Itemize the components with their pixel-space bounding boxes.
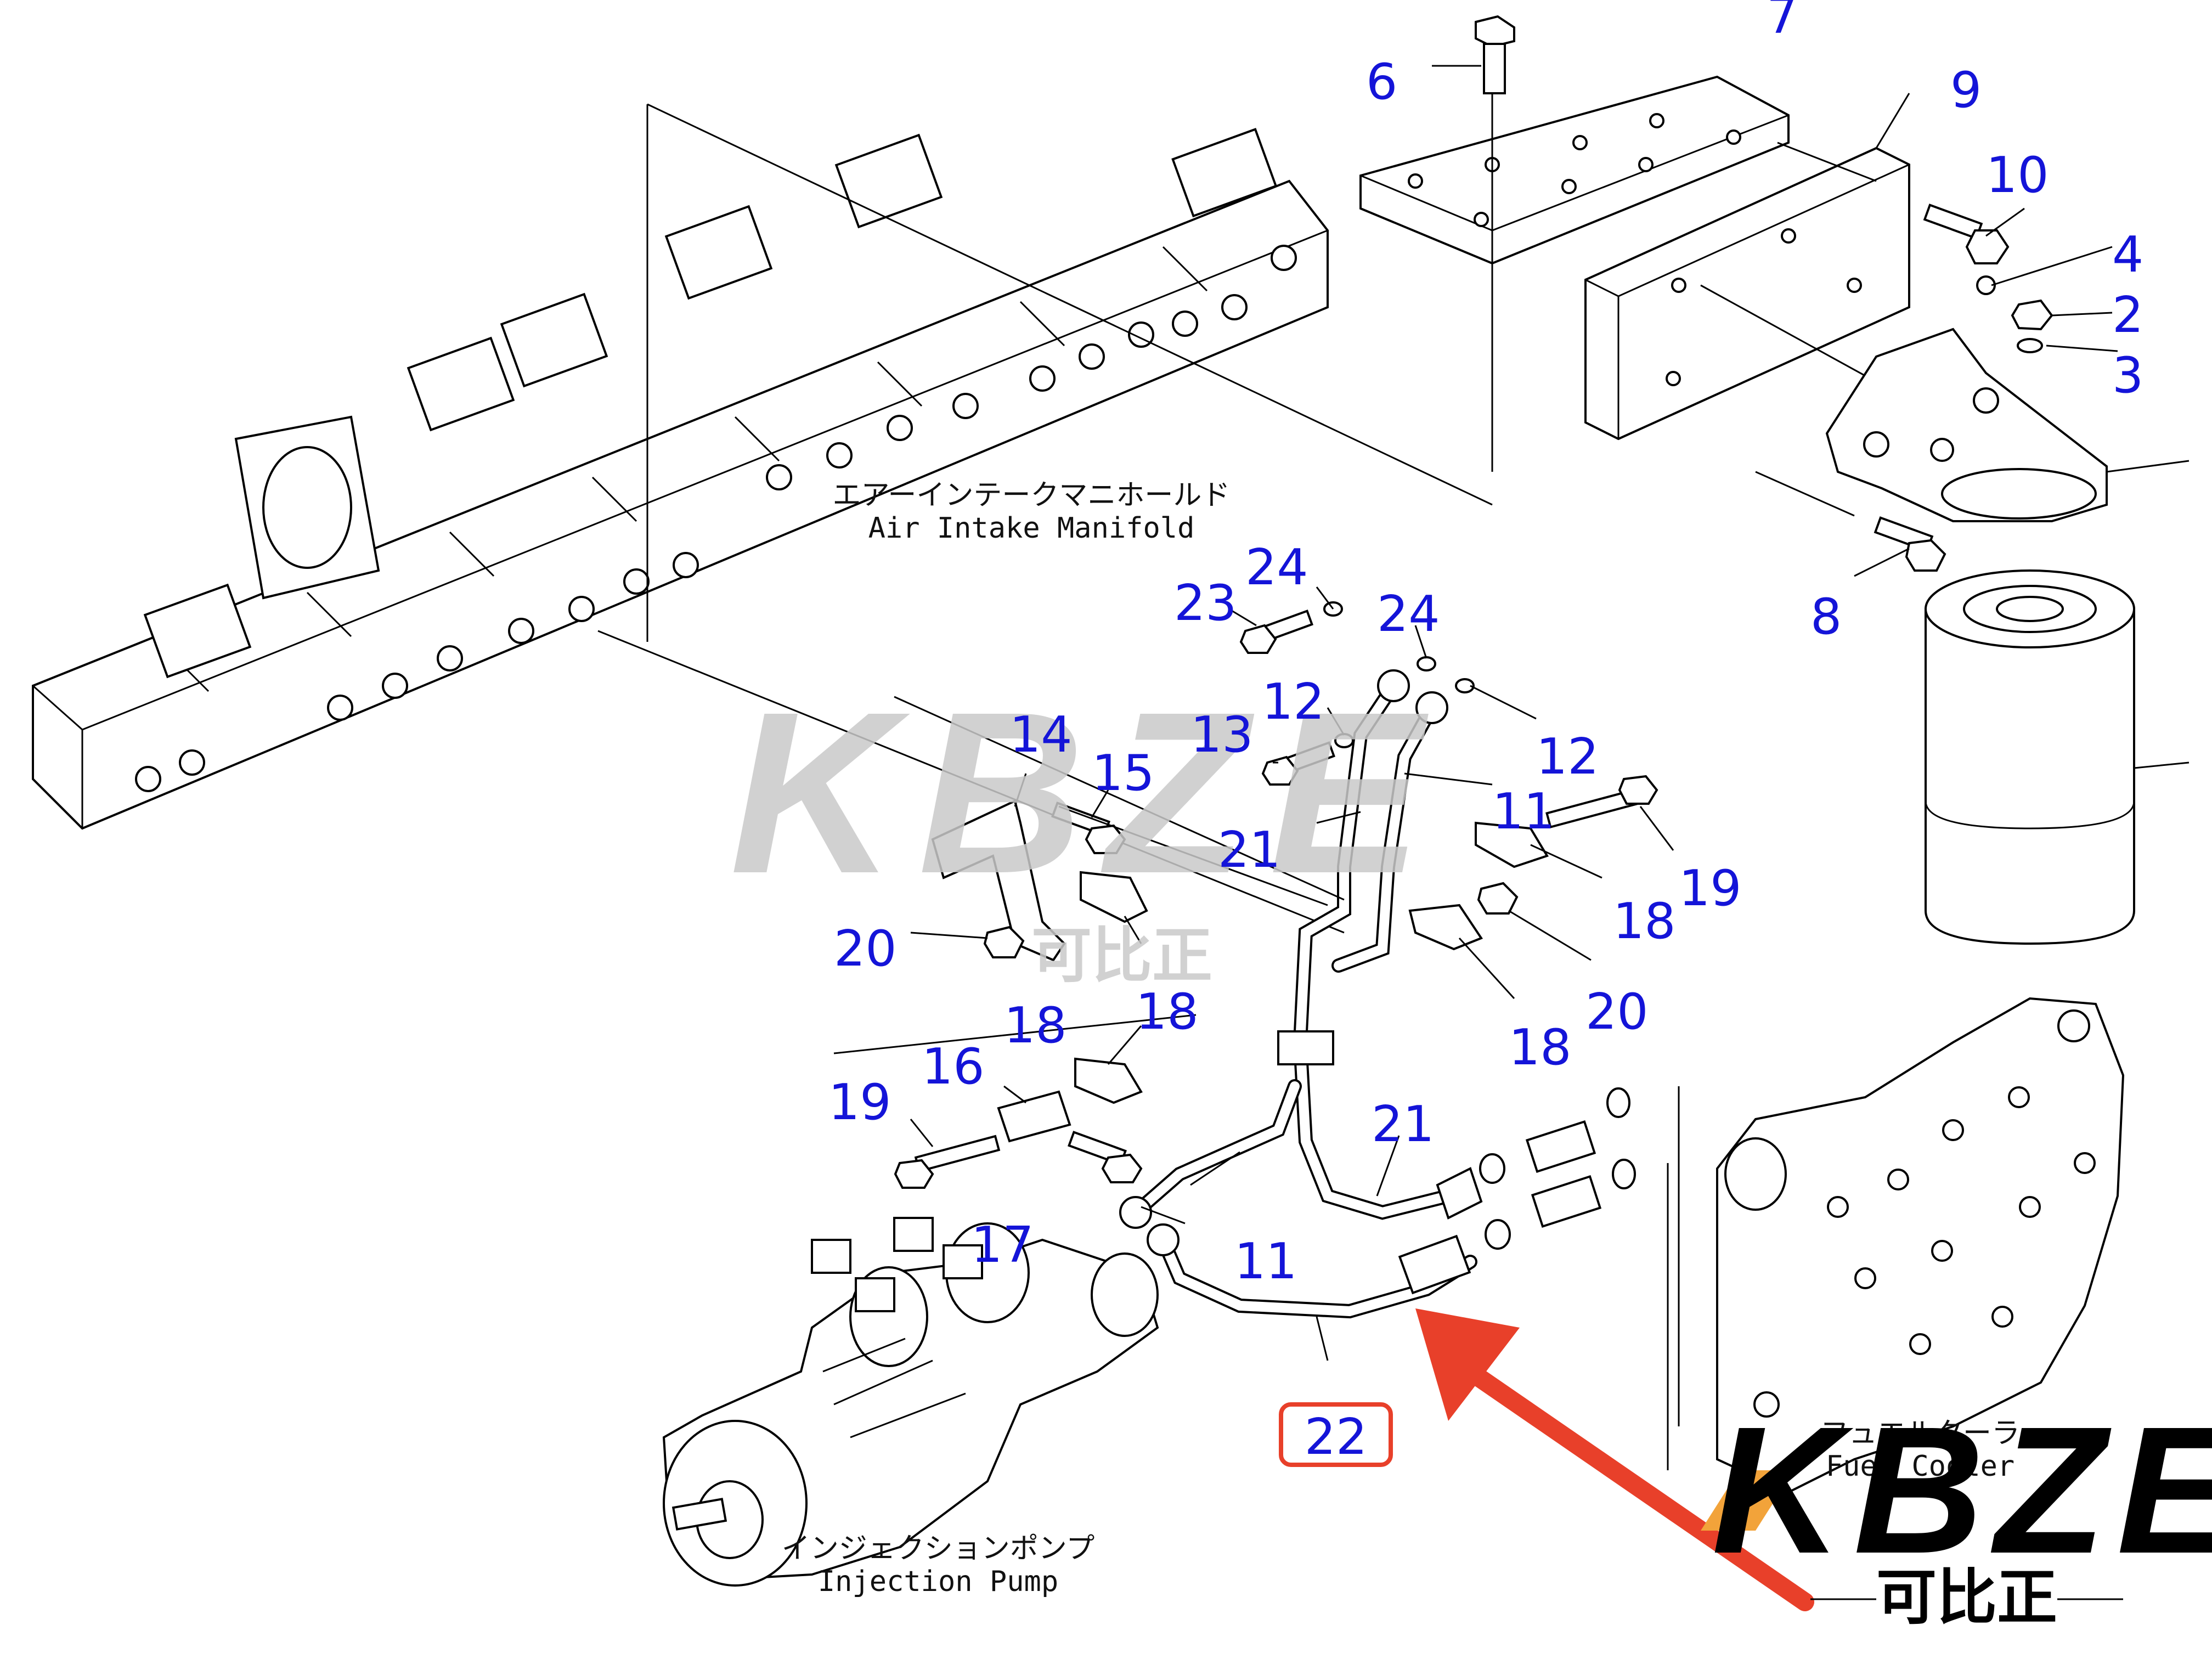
bolt-17 bbox=[1068, 1131, 1143, 1183]
callout-13: 13 bbox=[1190, 706, 1254, 764]
bolt-8 bbox=[1874, 516, 1946, 572]
highlight-arrow-shaft bbox=[1461, 1362, 1814, 1611]
air-intake-caption-en: Air Intake Manifold bbox=[868, 512, 1195, 545]
brand-logo: KBZE 可比正 bbox=[1701, 1389, 2212, 1633]
logo-brand: KBZE bbox=[1712, 1389, 2212, 1591]
callout-6: 6 bbox=[1366, 53, 1397, 111]
highlight-box bbox=[1279, 1402, 1393, 1467]
fuel-cooler: フュエルクーラ Fuel Cooler bbox=[1716, 997, 2125, 1494]
bolt-19-right bbox=[1545, 775, 1658, 829]
callout-24-b: 24 bbox=[1377, 585, 1440, 643]
callout-21-a: 21 bbox=[1218, 821, 1281, 879]
bolt-15 bbox=[1051, 802, 1126, 854]
bracket-14 bbox=[931, 799, 1066, 962]
callout-14: 14 bbox=[1009, 706, 1073, 764]
callout-16: 16 bbox=[922, 1038, 985, 1096]
fuel-hose-11 bbox=[1128, 1079, 1302, 1220]
bolt-6 bbox=[1475, 15, 1515, 94]
highlight-label-22: 22 bbox=[1305, 1408, 1368, 1466]
bolt-2 bbox=[2011, 299, 2053, 331]
callout-20-a: 20 bbox=[834, 920, 897, 978]
fuel-cooler-caption-en: Fuel Cooler bbox=[1826, 1450, 2015, 1483]
callout-19-b: 19 bbox=[828, 1074, 891, 1131]
leader-lines bbox=[833, 586, 1674, 1361]
banjo-fittings bbox=[1119, 669, 1448, 1256]
callout-11-a: 11 bbox=[1492, 783, 1555, 840]
clamp-11-right bbox=[1475, 821, 1549, 868]
washer-3 bbox=[2017, 338, 2043, 353]
watermark-brand-cn: 可比正 bbox=[1031, 922, 1212, 990]
callout-18-a: 18 bbox=[1613, 893, 1676, 950]
nut-4 bbox=[1976, 275, 1996, 295]
fuel-cooler-caption-jp: フュエルクーラ bbox=[1820, 1417, 2020, 1450]
callout-20-b: 20 bbox=[1585, 983, 1649, 1041]
washers-24-12 bbox=[1323, 601, 1475, 748]
watermark-brand: KBZE bbox=[730, 664, 1444, 922]
injection-pump: インジェクションポンプ Injection Pump bbox=[662, 1217, 1159, 1598]
callout-12-a: 12 bbox=[1262, 673, 1325, 731]
plate-9 bbox=[1584, 146, 1910, 441]
callout-8: 8 bbox=[1810, 588, 1842, 646]
clamp-18-lower bbox=[1074, 1057, 1143, 1104]
callout-18-c: 18 bbox=[1509, 1019, 1572, 1076]
watermark: KBZE 可比正 bbox=[730, 664, 1444, 990]
callout-12-b: 12 bbox=[1536, 728, 1599, 786]
injection-pump-caption-en: Injection Pump bbox=[818, 1565, 1058, 1598]
callout-7: 7 bbox=[1767, 0, 1798, 45]
callout-18-b: 18 bbox=[1136, 983, 1199, 1041]
nut-20-left bbox=[983, 926, 1025, 958]
clamp-18-right bbox=[1408, 904, 1483, 951]
callout-10: 10 bbox=[1986, 146, 2049, 204]
bolt-10 bbox=[1923, 204, 2010, 264]
callout-11-b: 11 bbox=[1234, 1233, 1297, 1290]
air-intake-caption-jp: エアーインテークマニホールド bbox=[833, 479, 1231, 512]
clamp-18-upper bbox=[1080, 871, 1148, 923]
callout-4: 4 bbox=[2112, 226, 2143, 284]
bolt-23 bbox=[1239, 610, 1313, 654]
fittings bbox=[1479, 1087, 1636, 1250]
logo-accent bbox=[1701, 1470, 1794, 1531]
callout-9: 9 bbox=[1950, 61, 1982, 119]
callout-21-b: 21 bbox=[1372, 1096, 1435, 1153]
bracket-16 bbox=[997, 1090, 1071, 1143]
bolt-13 bbox=[1261, 741, 1335, 786]
fuel-filter bbox=[1925, 569, 2135, 945]
logo-brand-cn: 可比正 bbox=[1876, 1562, 2057, 1633]
callout-23: 23 bbox=[1174, 574, 1237, 632]
callout-2: 2 bbox=[2112, 286, 2143, 344]
callout-19-a: 19 bbox=[1679, 860, 1742, 917]
callout-15: 15 bbox=[1092, 744, 1155, 802]
injection-pump-caption-jp: インジェクションポンプ bbox=[782, 1532, 1094, 1565]
bolt-19-left bbox=[894, 1135, 1001, 1189]
filter-head bbox=[1825, 328, 2108, 522]
fuel-hose-22-highlighted bbox=[1156, 1233, 1477, 1319]
highlight-arrow-head bbox=[1415, 1308, 1520, 1421]
callout-18-d: 18 bbox=[1004, 997, 1067, 1054]
callout-3: 3 bbox=[2112, 347, 2143, 404]
callout-24-a: 24 bbox=[1245, 539, 1308, 596]
highlight-part-22: 22 bbox=[1279, 1308, 1814, 1611]
air-intake-manifold bbox=[32, 128, 1329, 830]
callout-labels: 7 6 9 10 4 2 3 8 24 23 24 12 13 12 14 15… bbox=[828, 0, 2143, 1290]
fuel-hose-21-pair bbox=[1277, 679, 1483, 1220]
manifold-bolt-holes bbox=[135, 245, 1297, 792]
callout-17: 17 bbox=[971, 1216, 1034, 1274]
nut-20-right bbox=[1477, 882, 1519, 915]
